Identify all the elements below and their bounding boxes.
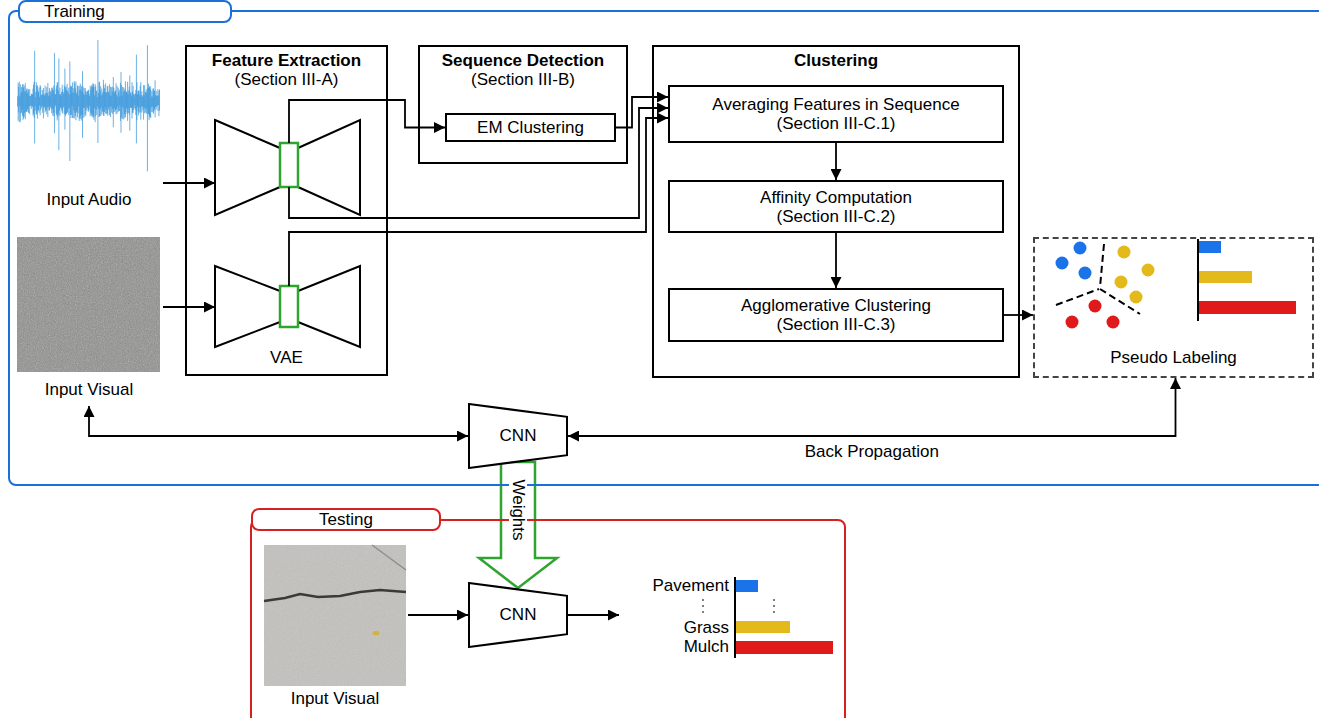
node-label: (Section III-C.1) [776, 114, 895, 133]
tab: Training [18, 0, 232, 23]
class-label: Pavement [652, 576, 729, 595]
arrow-connector [163, 306, 215, 308]
edge-label: Back Propagation [802, 442, 942, 461]
testing-region: Input VisualCNNTesting [250, 519, 846, 718]
asphalt-texture [17, 237, 160, 372]
encoder-shape [215, 266, 280, 347]
process-box: EM Clustering [445, 113, 616, 142]
pavement-image [264, 545, 406, 686]
encoder-shape [215, 120, 280, 215]
node-label: Pseudo Labeling [1035, 348, 1312, 368]
waveform-frame [17, 20, 160, 183]
clustering-box: Averaging Features in Sequence(Section I… [652, 45, 1020, 378]
decoder-shape [298, 120, 360, 215]
cnn-trapezoid: CNN [468, 582, 568, 648]
process-box: Affinity Computation(Section III-C.2) [668, 180, 1004, 233]
arrow-connector [835, 233, 837, 288]
arrow-connector [568, 378, 1176, 436]
cluster-scatter [1056, 242, 1155, 329]
leaf [373, 631, 380, 635]
input-visual: Input Visual [262, 543, 408, 709]
node-label: (Section III-C.2) [776, 207, 895, 226]
class-label: Mulch [684, 637, 729, 656]
tab: Testing [251, 508, 441, 531]
output-arrow [568, 614, 619, 616]
training-region: Input AudioInput Visual Feature Extractio… [8, 10, 1319, 486]
sequence-detection-box: EM Clustering Sequence Detection(Section … [418, 45, 628, 164]
arrow-connector [289, 100, 445, 143]
section-heading: Clustering [654, 51, 1018, 70]
process-box: Agglomerative Clustering(Section III-C.3… [668, 288, 1004, 342]
node-label: Training [44, 2, 105, 22]
image-caption: Input Audio [15, 190, 163, 210]
node-label: Affinity Computation [760, 188, 912, 207]
arrow-connector [408, 614, 468, 616]
latent-box [280, 286, 298, 327]
decoder-shape [298, 266, 360, 347]
node-label: (Section III-A) [187, 70, 386, 89]
arrow-connector [89, 406, 468, 436]
asphalt-image [17, 237, 160, 372]
image-caption: Input Visual [15, 380, 163, 400]
edge-label: Weights [509, 476, 527, 543]
pseudo-label-bars [1198, 239, 1296, 321]
node-label: Testing [319, 510, 373, 530]
feature-extraction-box: Feature Extraction(Section III-A) VAE [185, 45, 388, 376]
waveform [18, 40, 160, 171]
node-label: VAE [187, 348, 386, 368]
arrow-connector [163, 182, 215, 184]
node-label: Averaging Features in Sequence [712, 95, 959, 114]
arrow-connector [289, 118, 668, 286]
pavement-texture [264, 545, 406, 686]
node-label: CNN [500, 426, 537, 446]
arrow-connector [835, 143, 837, 180]
pavement-crack [264, 590, 406, 601]
node-label: EM Clustering [477, 118, 584, 137]
pseudo-labeling-box: Pseudo Labeling [1033, 237, 1314, 378]
pavement-seam [372, 545, 406, 570]
cnn-trapezoid: CNN [468, 403, 568, 469]
node-label: (Section III-B) [420, 70, 626, 89]
latent-box [280, 143, 298, 187]
class-label: Grass [684, 618, 729, 637]
node-label: Agglomerative Clustering [741, 296, 931, 315]
section-heading: Sequence Detection [420, 51, 626, 70]
section-heading: Feature Extraction [187, 51, 386, 70]
input-audio: Input Audio [15, 18, 163, 210]
process-box: Averaging Features in Sequence(Section I… [668, 85, 1004, 143]
input-visual: Input Visual [15, 235, 163, 400]
arrow-connector [616, 97, 668, 128]
weights-arrow [479, 462, 557, 588]
image-caption: Input Visual [262, 689, 408, 709]
node-label: CNN [500, 605, 537, 625]
waveform-trace [18, 40, 160, 171]
node-label: (Section III-C.3) [776, 315, 895, 334]
